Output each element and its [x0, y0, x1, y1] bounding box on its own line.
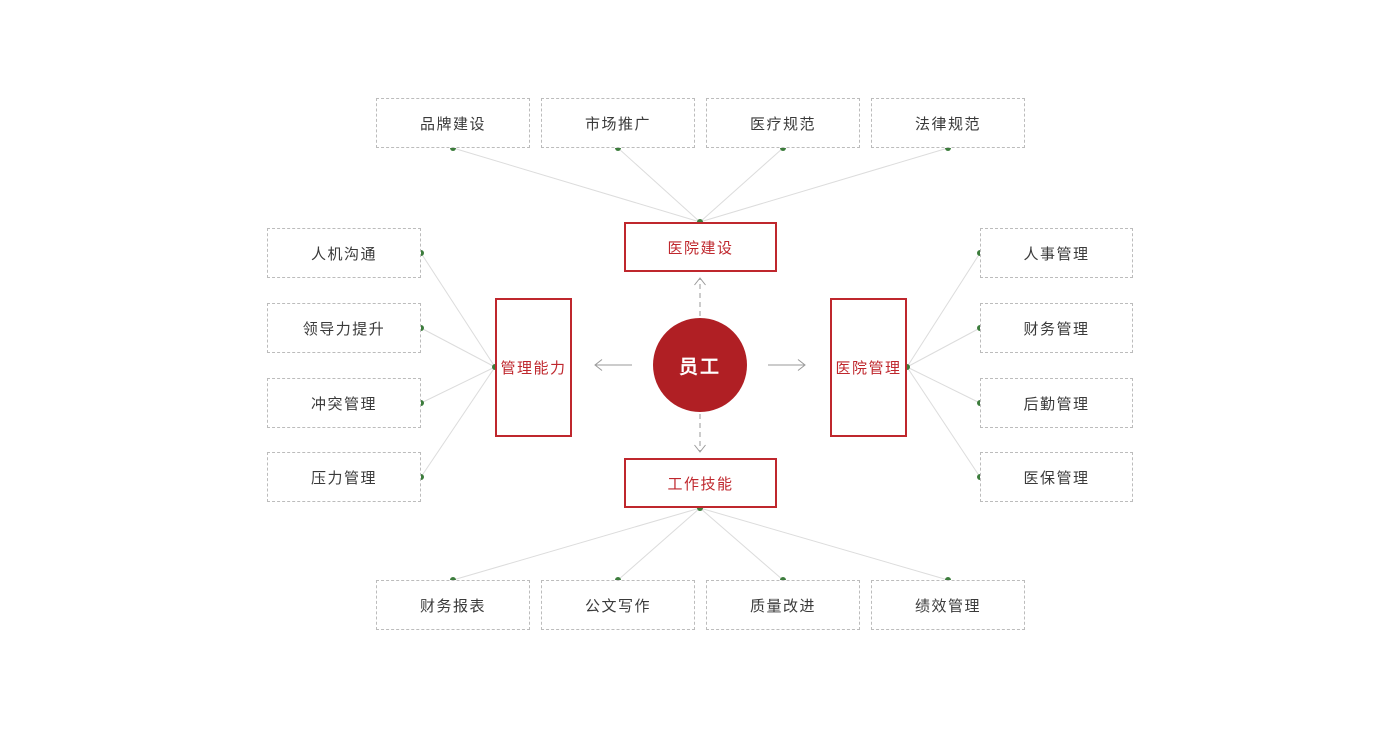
leaf-label: 医保管理	[1023, 469, 1090, 487]
leaf-label: 市场推广	[584, 115, 651, 133]
connector-line	[452, 507, 701, 581]
leaf-node-logistics-management: 后勤管理	[980, 378, 1133, 428]
leaf-label: 财务管理	[1023, 320, 1090, 338]
leaf-node-official-writing: 公文写作	[541, 580, 695, 630]
branch-node-hospital-management: 医院管理	[830, 298, 907, 437]
leaf-label: 法律规范	[914, 115, 981, 133]
connector-line	[699, 507, 949, 581]
leaf-node-market-promotion: 市场推广	[541, 98, 695, 148]
connector-line	[420, 327, 496, 368]
center-node-employee: 员工	[653, 318, 747, 412]
leaf-node-finance-management: 财务管理	[980, 303, 1133, 353]
leaf-label: 压力管理	[310, 469, 377, 487]
leaf-node-communication: 人机沟通	[267, 228, 421, 278]
leaf-label: 后勤管理	[1023, 395, 1090, 413]
connector-line	[699, 147, 949, 223]
leaf-label: 公文写作	[584, 597, 651, 615]
leaf-label: 质量改进	[749, 597, 816, 615]
leaf-node-quality-improvement: 质量改进	[706, 580, 860, 630]
branch-node-hospital-construction: 医院建设	[624, 222, 777, 272]
connector-line	[906, 366, 981, 404]
leaf-node-performance-management: 绩效管理	[871, 580, 1025, 630]
leaf-label: 人事管理	[1023, 245, 1090, 263]
leaf-label: 品牌建设	[419, 115, 486, 133]
leaf-label: 绩效管理	[914, 597, 981, 615]
connector-line	[699, 147, 784, 223]
leaf-label: 人机沟通	[310, 245, 377, 263]
leaf-node-legal-standards: 法律规范	[871, 98, 1025, 148]
leaf-label: 冲突管理	[310, 395, 377, 413]
connector-line	[617, 507, 701, 581]
branch-label: 医院建设	[667, 239, 734, 257]
center-label: 员工	[678, 356, 721, 378]
arrow-left-icon	[594, 359, 603, 371]
connector-line	[906, 366, 981, 478]
branch-node-work-skills: 工作技能	[624, 458, 777, 508]
leaf-label: 领导力提升	[302, 320, 386, 338]
arrow-up-icon	[694, 277, 706, 286]
connector-line	[420, 366, 496, 478]
connector-line	[452, 147, 701, 223]
connector-line	[420, 366, 496, 404]
branch-label: 管理能力	[500, 360, 567, 377]
connector-line	[617, 147, 701, 223]
leaf-label: 财务报表	[419, 597, 486, 615]
branch-node-management-ability: 管理能力	[495, 298, 572, 437]
arrow-right-icon	[797, 359, 806, 371]
leaf-node-leadership: 领导力提升	[267, 303, 421, 353]
leaf-label: 医疗规范	[749, 115, 816, 133]
leaf-node-insurance-management: 医保管理	[980, 452, 1133, 502]
connector-line	[906, 327, 981, 368]
branch-label: 工作技能	[667, 475, 734, 493]
connector-line	[906, 252, 981, 368]
leaf-node-medical-standards: 医疗规范	[706, 98, 860, 148]
branch-label: 医院管理	[835, 360, 902, 377]
leaf-node-conflict-management: 冲突管理	[267, 378, 421, 428]
leaf-node-hr-management: 人事管理	[980, 228, 1133, 278]
leaf-node-brand-building: 品牌建设	[376, 98, 530, 148]
arrow-down-icon	[694, 444, 706, 453]
connector-line	[699, 507, 784, 581]
leaf-node-stress-management: 压力管理	[267, 452, 421, 502]
leaf-node-financial-reports: 财务报表	[376, 580, 530, 630]
connector-line	[420, 252, 496, 368]
